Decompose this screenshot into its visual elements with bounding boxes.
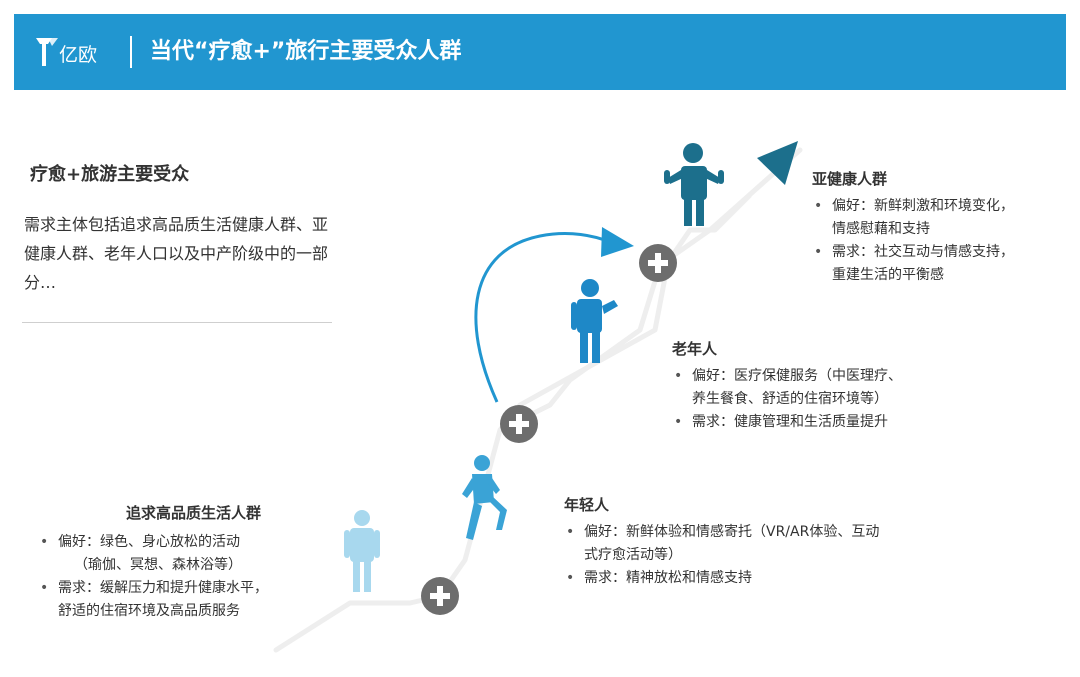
curved-arrow <box>474 232 611 403</box>
bullet-need-cont: 重建生活的平衡感 <box>832 267 944 283</box>
person-shrug-icon <box>664 143 724 226</box>
person-climbing-icon <box>462 455 507 540</box>
bullet-preference: 偏好：新鲜体验和情感寄托（VR/AR体验、互动 <box>560 522 879 542</box>
group-bullets-subhealth: 偏好：新鲜刺激和环境变化， 情感慰藉和支持 需求：社交互动与情感支持， 重建生活… <box>808 196 1014 288</box>
intro-divider <box>22 322 332 323</box>
top-arrow-head-icon <box>757 141 798 185</box>
group-bullets-young: 偏好：新鲜体验和情感寄托（VR/AR体验、互动 式疗愈活动等） 需求：精神放松和… <box>560 522 879 591</box>
bullet-preference: 偏好：医疗保健服务（中医理疗、 <box>668 366 902 386</box>
intro-title: 疗愈+旅游主要受众 <box>30 164 190 185</box>
yiou-logo-icon <box>36 38 58 66</box>
page-title: 当代“疗愈+”旅行主要受众人群 <box>150 39 462 64</box>
bullet-need: 需求：缓解压力和提升健康水平， <box>34 578 268 598</box>
bullet-preference: 偏好：绿色、身心放松的活动 <box>34 532 268 552</box>
plus-circle-icon <box>421 577 459 615</box>
header-divider <box>130 36 132 68</box>
header-bar: 亿欧 当代“疗愈+”旅行主要受众人群 <box>14 14 1066 90</box>
plus-circle-icon <box>639 244 677 282</box>
bullet-preference-cont: 养生餐食、舒适的住宿环境等） <box>692 391 888 407</box>
person-standing-icon <box>344 510 380 592</box>
person-elderly-icon <box>571 279 618 363</box>
intro-description: 需求主体包括追求高品质生活健康人群、亚健康人群、老年人口以及中产阶级中的一部分… <box>24 215 329 292</box>
bullet-need: 需求：社交互动与情感支持， <box>808 242 1014 262</box>
group-title-subhealth: 亚健康人群 <box>812 170 888 188</box>
logo-text: 亿欧 <box>59 44 98 66</box>
group-bullets-elderly: 偏好：医疗保健服务（中医理疗、 养生餐食、舒适的住宿环境等） 需求：健康管理和生… <box>668 366 902 435</box>
curved-arrow-head-icon <box>601 227 634 257</box>
bullet-preference-cont: 情感慰藉和支持 <box>832 221 930 237</box>
bullet-preference: 偏好：新鲜刺激和环境变化， <box>808 196 1014 216</box>
group-bullets-high-quality: 偏好：绿色、身心放松的活动 （瑜伽、冥想、森林浴等） 需求：缓解压力和提升健康水… <box>34 532 268 624</box>
group-title-elderly: 老年人 <box>672 340 718 358</box>
group-title-high-quality: 追求高品质生活人群 <box>126 504 262 522</box>
bullet-need: 需求：精神放松和情感支持 <box>560 568 879 588</box>
bullet-preference-cont: （瑜伽、冥想、森林浴等） <box>74 557 242 573</box>
bullet-need: 需求：健康管理和生活质量提升 <box>668 412 902 432</box>
bullet-preference-cont: 式疗愈活动等） <box>584 547 682 563</box>
plus-circle-icon <box>500 405 538 443</box>
group-title-young: 年轻人 <box>564 496 610 514</box>
bullet-need-cont: 舒适的住宿环境及高品质服务 <box>58 603 240 619</box>
